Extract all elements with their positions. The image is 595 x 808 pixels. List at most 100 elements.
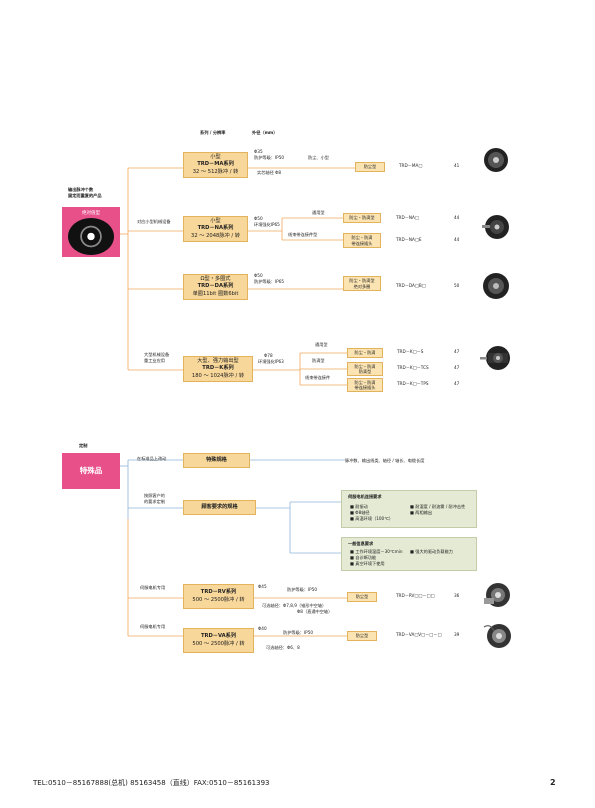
rv-name: TRD－RV系列	[200, 589, 237, 596]
left-label-line1: 输出脉冲个数	[68, 187, 94, 192]
rv-shaft-1: 可选轴径：Φ7,8,9（锥形中空轴）	[262, 603, 327, 608]
servo-req-b: ■ 耐湿度 / 耐油雾 / 耐冲击性	[410, 504, 466, 509]
footer-contact: TEL:0510－85167888(总机) 85163458（直线）FAX:05…	[33, 779, 270, 787]
da-name: TRD－DA系列	[197, 283, 234, 290]
na-page-2: 44	[454, 237, 460, 242]
da-diameter: Φ50	[254, 273, 263, 278]
da-page: 50	[454, 283, 460, 288]
na-type: 小型	[210, 218, 221, 225]
ma-model: TRD－MA□	[399, 163, 423, 168]
special-spec-desc: 脉冲数、输出线类、轴径 / 轴长、电缆长度	[345, 458, 425, 463]
k-model-1: TRD－K□－S	[397, 349, 424, 354]
design-label-1: 按照客户的	[144, 493, 165, 498]
va-model: TRD－VA□V□－□－□	[396, 632, 442, 637]
general-req-title: 一般信息要求	[348, 541, 374, 546]
k-type-box-2: 防尘・防滴 防滴型	[347, 362, 383, 376]
series-header: 系列 / 分辨率	[200, 130, 226, 135]
ma-type: 小型	[210, 154, 221, 161]
da-type-box: 防尘・防滴型 绝对多圈	[343, 276, 381, 291]
ma-encoder-photo	[483, 147, 509, 173]
k-page-2: 47	[454, 365, 460, 370]
k-diameter: Φ78	[264, 353, 273, 358]
na-encoder-photo	[482, 213, 512, 241]
encoder-disc-image	[68, 218, 114, 255]
general-req-c: ■ 自诊断功能	[350, 555, 377, 560]
servo-req-e: ■ 高温环境（100℃）	[350, 516, 394, 521]
na-resolution: 32 ～ 2048脉冲 / 转	[191, 232, 240, 239]
branch-large-machine-2: 重工业应用	[144, 358, 165, 363]
na-name: TRD－NA系列	[197, 225, 234, 232]
va-page: 39	[454, 632, 460, 637]
servo-req-c: ■ Φ8轴径	[350, 510, 370, 515]
k-encoder-photo	[480, 343, 516, 373]
general-requirements-box: 一般信息要求 ■ 工作环境温度－30℃min ■ 强大的驱动负载能力 ■ 自诊断…	[341, 537, 477, 571]
k-box2-line1: 防尘・防滴	[354, 363, 376, 369]
ma-resolution: 32 ～ 512脉冲 / 转	[192, 168, 239, 175]
absolute-category-box: 绝对值型	[62, 207, 120, 257]
va-protection: 防护等级：IP50	[283, 630, 314, 635]
branch-small-machine: 对应小型机械设备	[137, 219, 171, 224]
ma-feature: 防尘、小型	[308, 155, 329, 160]
rv-type-box: 防尘型	[347, 592, 377, 602]
k-model-2: TRD－K□－TCS	[397, 365, 429, 370]
custom-header: 定制	[79, 443, 88, 448]
va-series-box: TRD－VA系列 500 ～ 2500脉冲 / 转	[183, 628, 254, 653]
na-model-2: TRD－NA□E	[396, 237, 422, 242]
da-encoder-photo	[482, 272, 510, 300]
rv-model: TRD－RV□□－□□	[396, 593, 435, 598]
da-series-box: Ω型・多圈式 TRD－DA系列 单圈11bit 圈数6bit	[183, 274, 248, 300]
k-type: 大型、强力输出型	[197, 358, 239, 365]
va-name: TRD－VA系列	[200, 633, 237, 640]
ma-series-box: 小型 TRD－MA系列 32 ～ 512脉冲 / 转	[183, 152, 248, 178]
servo-req-title: 伺服电机连接要求	[348, 494, 382, 499]
k-type-box-3: 防尘・防滴 带连接插头	[347, 378, 383, 392]
na-series-box: 小型 TRD－NA系列 32 ～ 2048脉冲 / 转	[183, 216, 248, 242]
rv-resolution: 500 ～ 2500脉冲 / 转	[192, 596, 245, 603]
ma-page: 41	[454, 163, 460, 168]
ma-protection: 防护等级：IP50	[254, 155, 285, 160]
rv-page: 36	[454, 593, 460, 598]
k-series-box: 大型、强力输出型 TRD－K系列 180 ～ 1024脉冲 / 转	[183, 356, 253, 382]
ma-diameter: Φ35	[254, 149, 263, 154]
na-diameter: Φ50	[254, 216, 263, 221]
rv-diameter: Φ45	[258, 584, 267, 589]
va-encoder-photo	[482, 621, 514, 651]
na-page-1: 44	[454, 215, 460, 220]
k-protection: 环境强化IP63	[258, 359, 284, 364]
diameter-header: 外径（mm）	[252, 130, 278, 135]
na-box2-line2: 带连接插头	[351, 240, 373, 246]
na-standard-label: 通用型	[312, 210, 325, 215]
absolute-category-title: 绝对值型	[82, 211, 100, 216]
k-name: TRD－K系列	[202, 365, 234, 372]
branch-large-machine-1: 大型机械设备	[144, 352, 170, 357]
rv-series-box: TRD－RV系列 500 ～ 2500脉冲 / 转	[183, 584, 254, 609]
k-drip-label: 防滴型	[312, 358, 325, 363]
general-req-a: ■ 工作环境温度－30℃min	[350, 549, 403, 554]
design-label-2: 的要求定制	[144, 499, 165, 504]
servo-requirements-box: 伺服电机连接要求 ■ 耐振动 ■ 耐湿度 / 耐油雾 / 耐冲击性 ■ Φ8轴径…	[341, 490, 477, 528]
va-diameter: Φ40	[258, 626, 267, 631]
k-standard-label: 通用型	[315, 342, 328, 347]
servo-req-d: ■ 两相输出	[410, 510, 433, 515]
k-page-3: 47	[454, 381, 460, 386]
na-model-1: TRD－NA□	[396, 215, 419, 220]
da-resolution: 单圈11bit 圈数6bit	[192, 290, 239, 297]
k-cable-label: 线束带连接件	[305, 375, 331, 380]
rv-protection: 防护等级：IP50	[287, 587, 318, 592]
k-box2-line2: 防滴型	[358, 369, 372, 374]
da-box-line2: 绝对多圈	[353, 283, 371, 289]
special-category-box: 特殊品	[62, 453, 120, 489]
va-type-box: 防尘型	[347, 631, 377, 641]
k-page-1: 47	[454, 349, 460, 354]
k-box3-line2: 带连接插头	[354, 385, 376, 390]
special-spec-box: 特殊规格	[183, 453, 250, 468]
customer-spec-box: 顾客要求的规格	[183, 500, 256, 515]
page-number: 2	[550, 778, 556, 787]
na-cable-label: 线束带连接件型	[288, 232, 318, 237]
general-req-b: ■ 强大的驱动负载能力	[410, 549, 453, 554]
left-label-line2: 固定而重复的产品	[68, 193, 102, 198]
special-std-label: 在标准品上改动	[137, 456, 167, 461]
va-shaft: 可选轴径：Φ6、8	[266, 645, 300, 650]
da-protection: 防护等级：IP65	[254, 279, 285, 284]
